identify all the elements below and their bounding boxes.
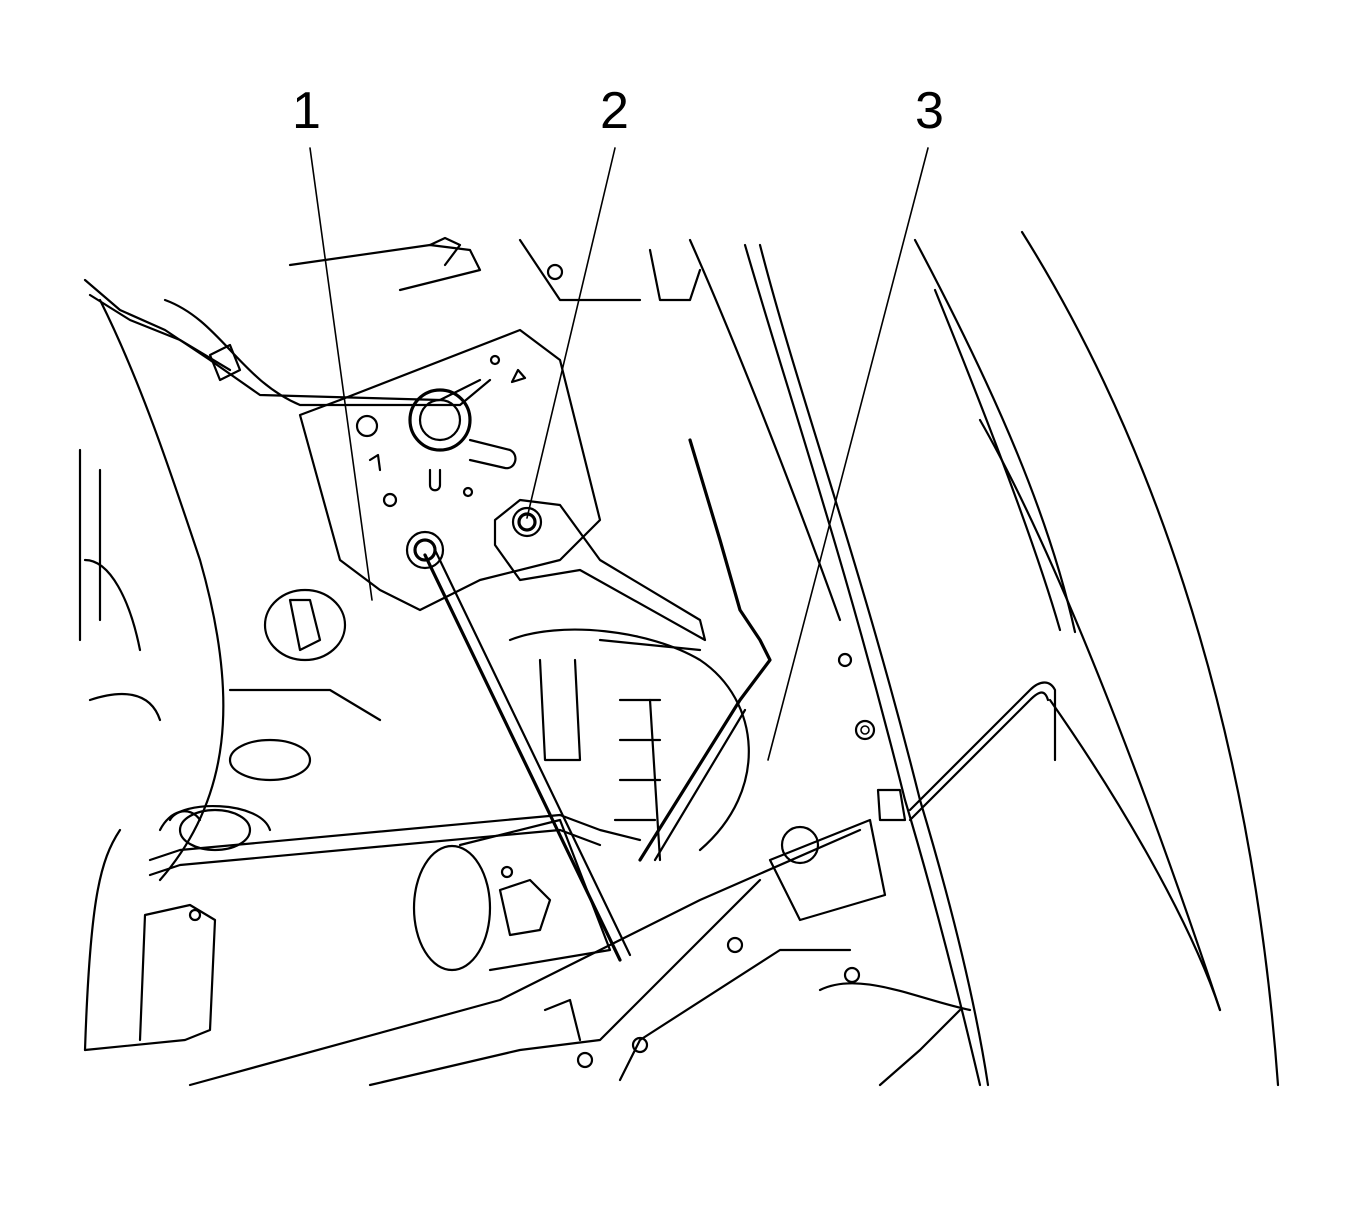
lower-structure	[188, 818, 972, 1087]
leader-line-1	[309, 147, 373, 601]
hood-cable	[908, 681, 1057, 822]
callout-1: 1	[292, 82, 321, 140]
leader-line-3	[767, 147, 929, 761]
bracket-plate	[298, 328, 707, 642]
callout-3: 3	[915, 82, 944, 140]
callout-2: 2	[600, 82, 629, 140]
leader-line-2	[526, 147, 616, 519]
fender-lines	[913, 230, 1280, 1087]
radiator-support	[518, 238, 990, 1087]
engine-left	[78, 236, 492, 1052]
tubes-canister	[148, 438, 772, 972]
